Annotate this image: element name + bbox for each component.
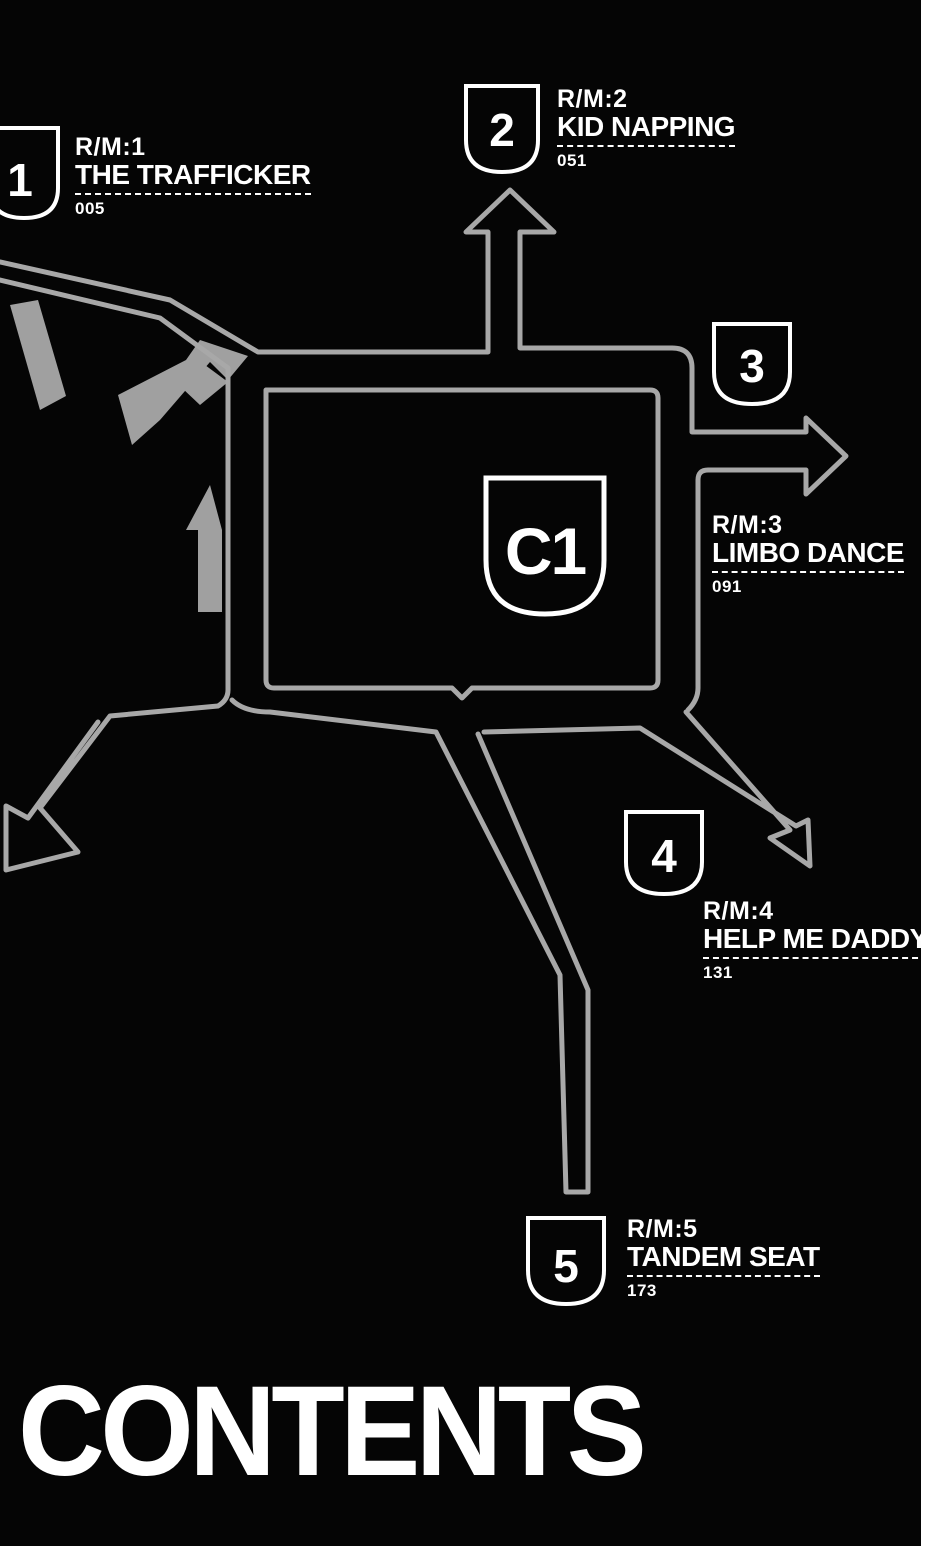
diagonal-stripe [10, 300, 66, 410]
hub-badge [483, 475, 607, 617]
chapter-title: HELP ME DADDY [703, 924, 925, 959]
chapter-code: R/M:1 [75, 133, 146, 161]
chapter-title: TANDEM SEAT [627, 1242, 820, 1277]
badge-4 [624, 810, 704, 897]
road-outer-top [0, 187, 849, 713]
chapter-page: 005 [75, 199, 105, 218]
chapter-entry-2[interactable]: R/M:2 KID NAPPING 051 [557, 85, 736, 172]
badge-2 [464, 84, 540, 175]
badge-2-number: 2 [489, 104, 515, 156]
hub-label: C1 [505, 514, 586, 588]
chapter-entry-3[interactable]: R/M:3 LIMBO DANCE 091 [712, 511, 905, 598]
chapter-code: R/M:2 [557, 85, 628, 113]
chapter-title: KID NAPPING [557, 112, 736, 147]
chapter-code: R/M:3 [712, 511, 783, 539]
page-title: CONTENTS [18, 1360, 647, 1503]
chapter-page: 131 [703, 963, 733, 982]
chapter-title: LIMBO DANCE [712, 538, 905, 573]
chapter-entry-5[interactable]: R/M:5 TANDEM SEAT 173 [627, 1216, 820, 1302]
badge-1-number: 1 [7, 154, 33, 206]
hub-block [263, 387, 661, 701]
chapter-page: 173 [627, 1281, 657, 1300]
chapter-page: 051 [557, 151, 587, 170]
road-down-to-five [229, 697, 591, 1195]
badge-3 [712, 322, 792, 407]
chapter-title: THE TRAFFICKER [75, 160, 311, 195]
chapter-code: R/M:5 [627, 1215, 698, 1243]
chapter-entry-4[interactable]: R/M:4 HELP ME DADDY 131 [703, 898, 925, 984]
chapter-entry-1[interactable]: R/M:1 THE TRAFFICKER 005 [75, 134, 311, 220]
road-right-lower [481, 709, 813, 869]
road-outlines [0, 187, 849, 1195]
badge-5-number: 5 [553, 1240, 579, 1292]
arrow-pointing-up [186, 485, 222, 612]
badge-4-number: 4 [651, 830, 677, 882]
badge-5 [526, 1216, 606, 1307]
chapter-page: 091 [712, 577, 742, 596]
traffic-arrows [10, 300, 248, 612]
badge-1 [0, 126, 60, 221]
arrow-pointing-down-left [118, 340, 248, 445]
badge-3-number: 3 [739, 340, 765, 392]
arrow-tail [182, 365, 228, 405]
road-left [0, 277, 231, 873]
chapter-code: R/M:4 [703, 897, 774, 925]
